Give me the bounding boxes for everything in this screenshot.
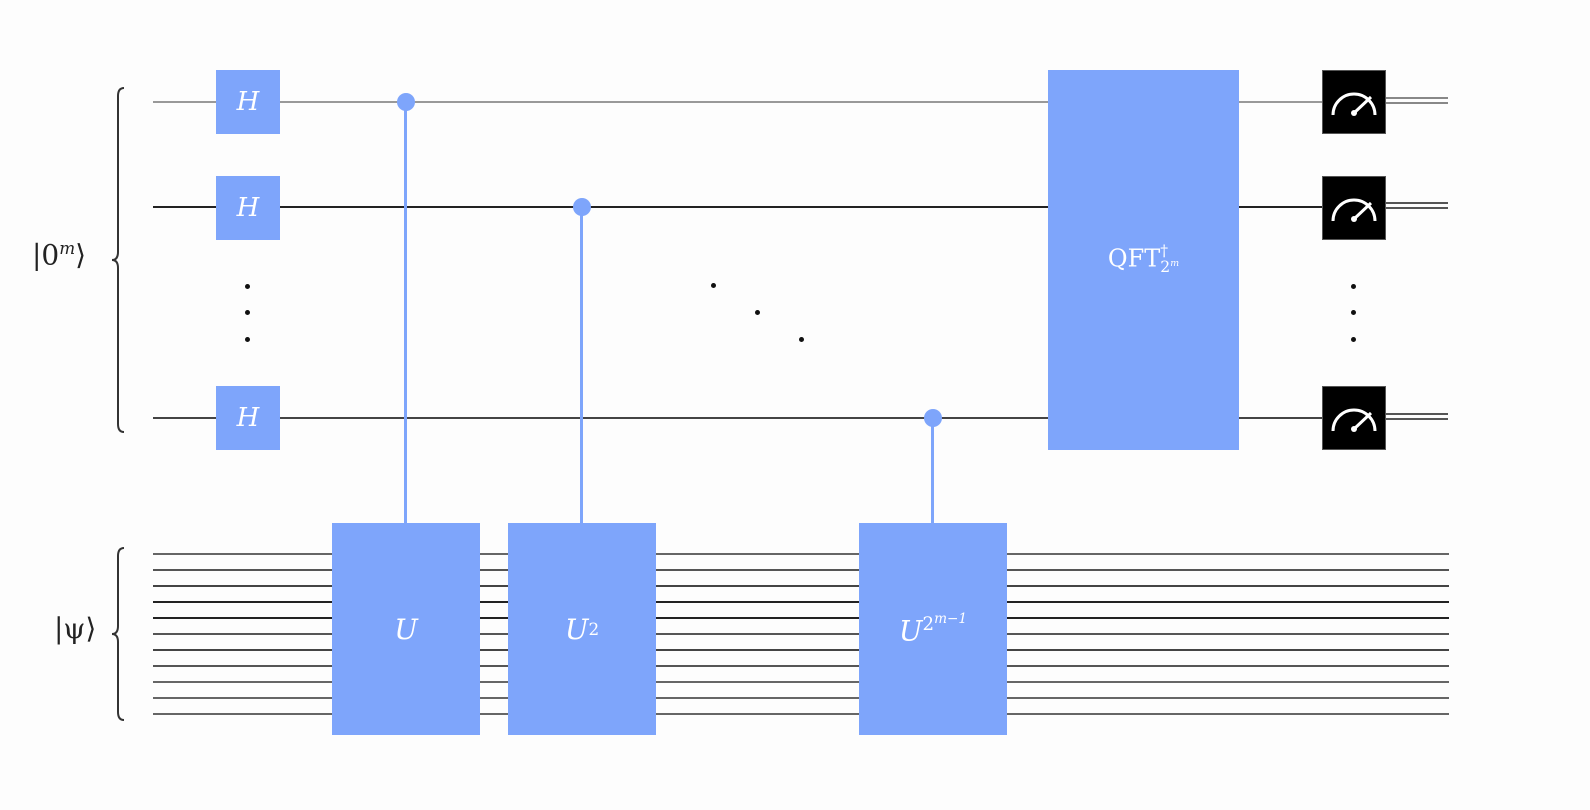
psi-wire <box>153 617 1449 619</box>
psi-wire <box>153 713 1449 715</box>
meter-icon <box>1331 92 1377 116</box>
counting-register-label: |0m⟩ <box>32 238 87 272</box>
classical-wire-0 <box>1386 97 1448 104</box>
psi-wire <box>153 697 1449 699</box>
psi-wire <box>153 633 1449 635</box>
diagonal-ellipsis-dot <box>711 283 716 288</box>
measure-gate-m[interactable] <box>1322 386 1386 450</box>
control-line-u2 <box>580 207 583 524</box>
psi-register-wires <box>153 553 1449 723</box>
control-dot-u[interactable] <box>397 93 415 111</box>
hadamard-gate-0[interactable]: H <box>216 70 280 134</box>
u-gate[interactable]: U <box>332 523 480 735</box>
eigenstate-register-label: |ψ⟩ <box>54 612 97 645</box>
ellipsis-dot <box>245 310 250 315</box>
meter-icon <box>1331 198 1377 222</box>
inverse-qft-gate[interactable]: QFT†2m <box>1048 70 1239 450</box>
ellipsis-dot <box>245 284 250 289</box>
psi-wire <box>153 681 1449 683</box>
control-line-u <box>404 102 407 524</box>
control-line-un <box>931 418 934 524</box>
ellipsis-dot <box>1351 284 1356 289</box>
control-dot-un[interactable] <box>924 409 942 427</box>
psi-wire <box>153 553 1449 555</box>
hadamard-gate-1[interactable]: H <box>216 176 280 240</box>
measure-gate-1[interactable] <box>1322 176 1386 240</box>
hadamard-gate-m[interactable]: H <box>216 386 280 450</box>
ellipsis-dot <box>1351 337 1356 342</box>
diagonal-ellipsis-dot <box>799 337 804 342</box>
meter-icon <box>1331 408 1377 432</box>
classical-wire-1 <box>1386 202 1448 209</box>
psi-wire <box>153 585 1449 587</box>
measure-gate-0[interactable] <box>1322 70 1386 134</box>
psi-wire <box>153 569 1449 571</box>
qubit-wire-1 <box>153 206 1323 208</box>
ellipsis-dot <box>1351 310 1356 315</box>
counting-register-brace <box>111 87 125 433</box>
psi-wire <box>153 649 1449 651</box>
eigenstate-register-brace <box>111 547 125 721</box>
qubit-wire-0 <box>153 101 1323 103</box>
control-dot-u2[interactable] <box>573 198 591 216</box>
ellipsis-dot <box>245 337 250 342</box>
u-power-gate[interactable]: U2m−1 <box>859 523 1007 735</box>
qubit-wire-m <box>153 417 1323 419</box>
classical-wire-m <box>1386 413 1448 420</box>
psi-wire <box>153 601 1449 603</box>
psi-wire <box>153 665 1449 667</box>
diagonal-ellipsis-dot <box>755 310 760 315</box>
